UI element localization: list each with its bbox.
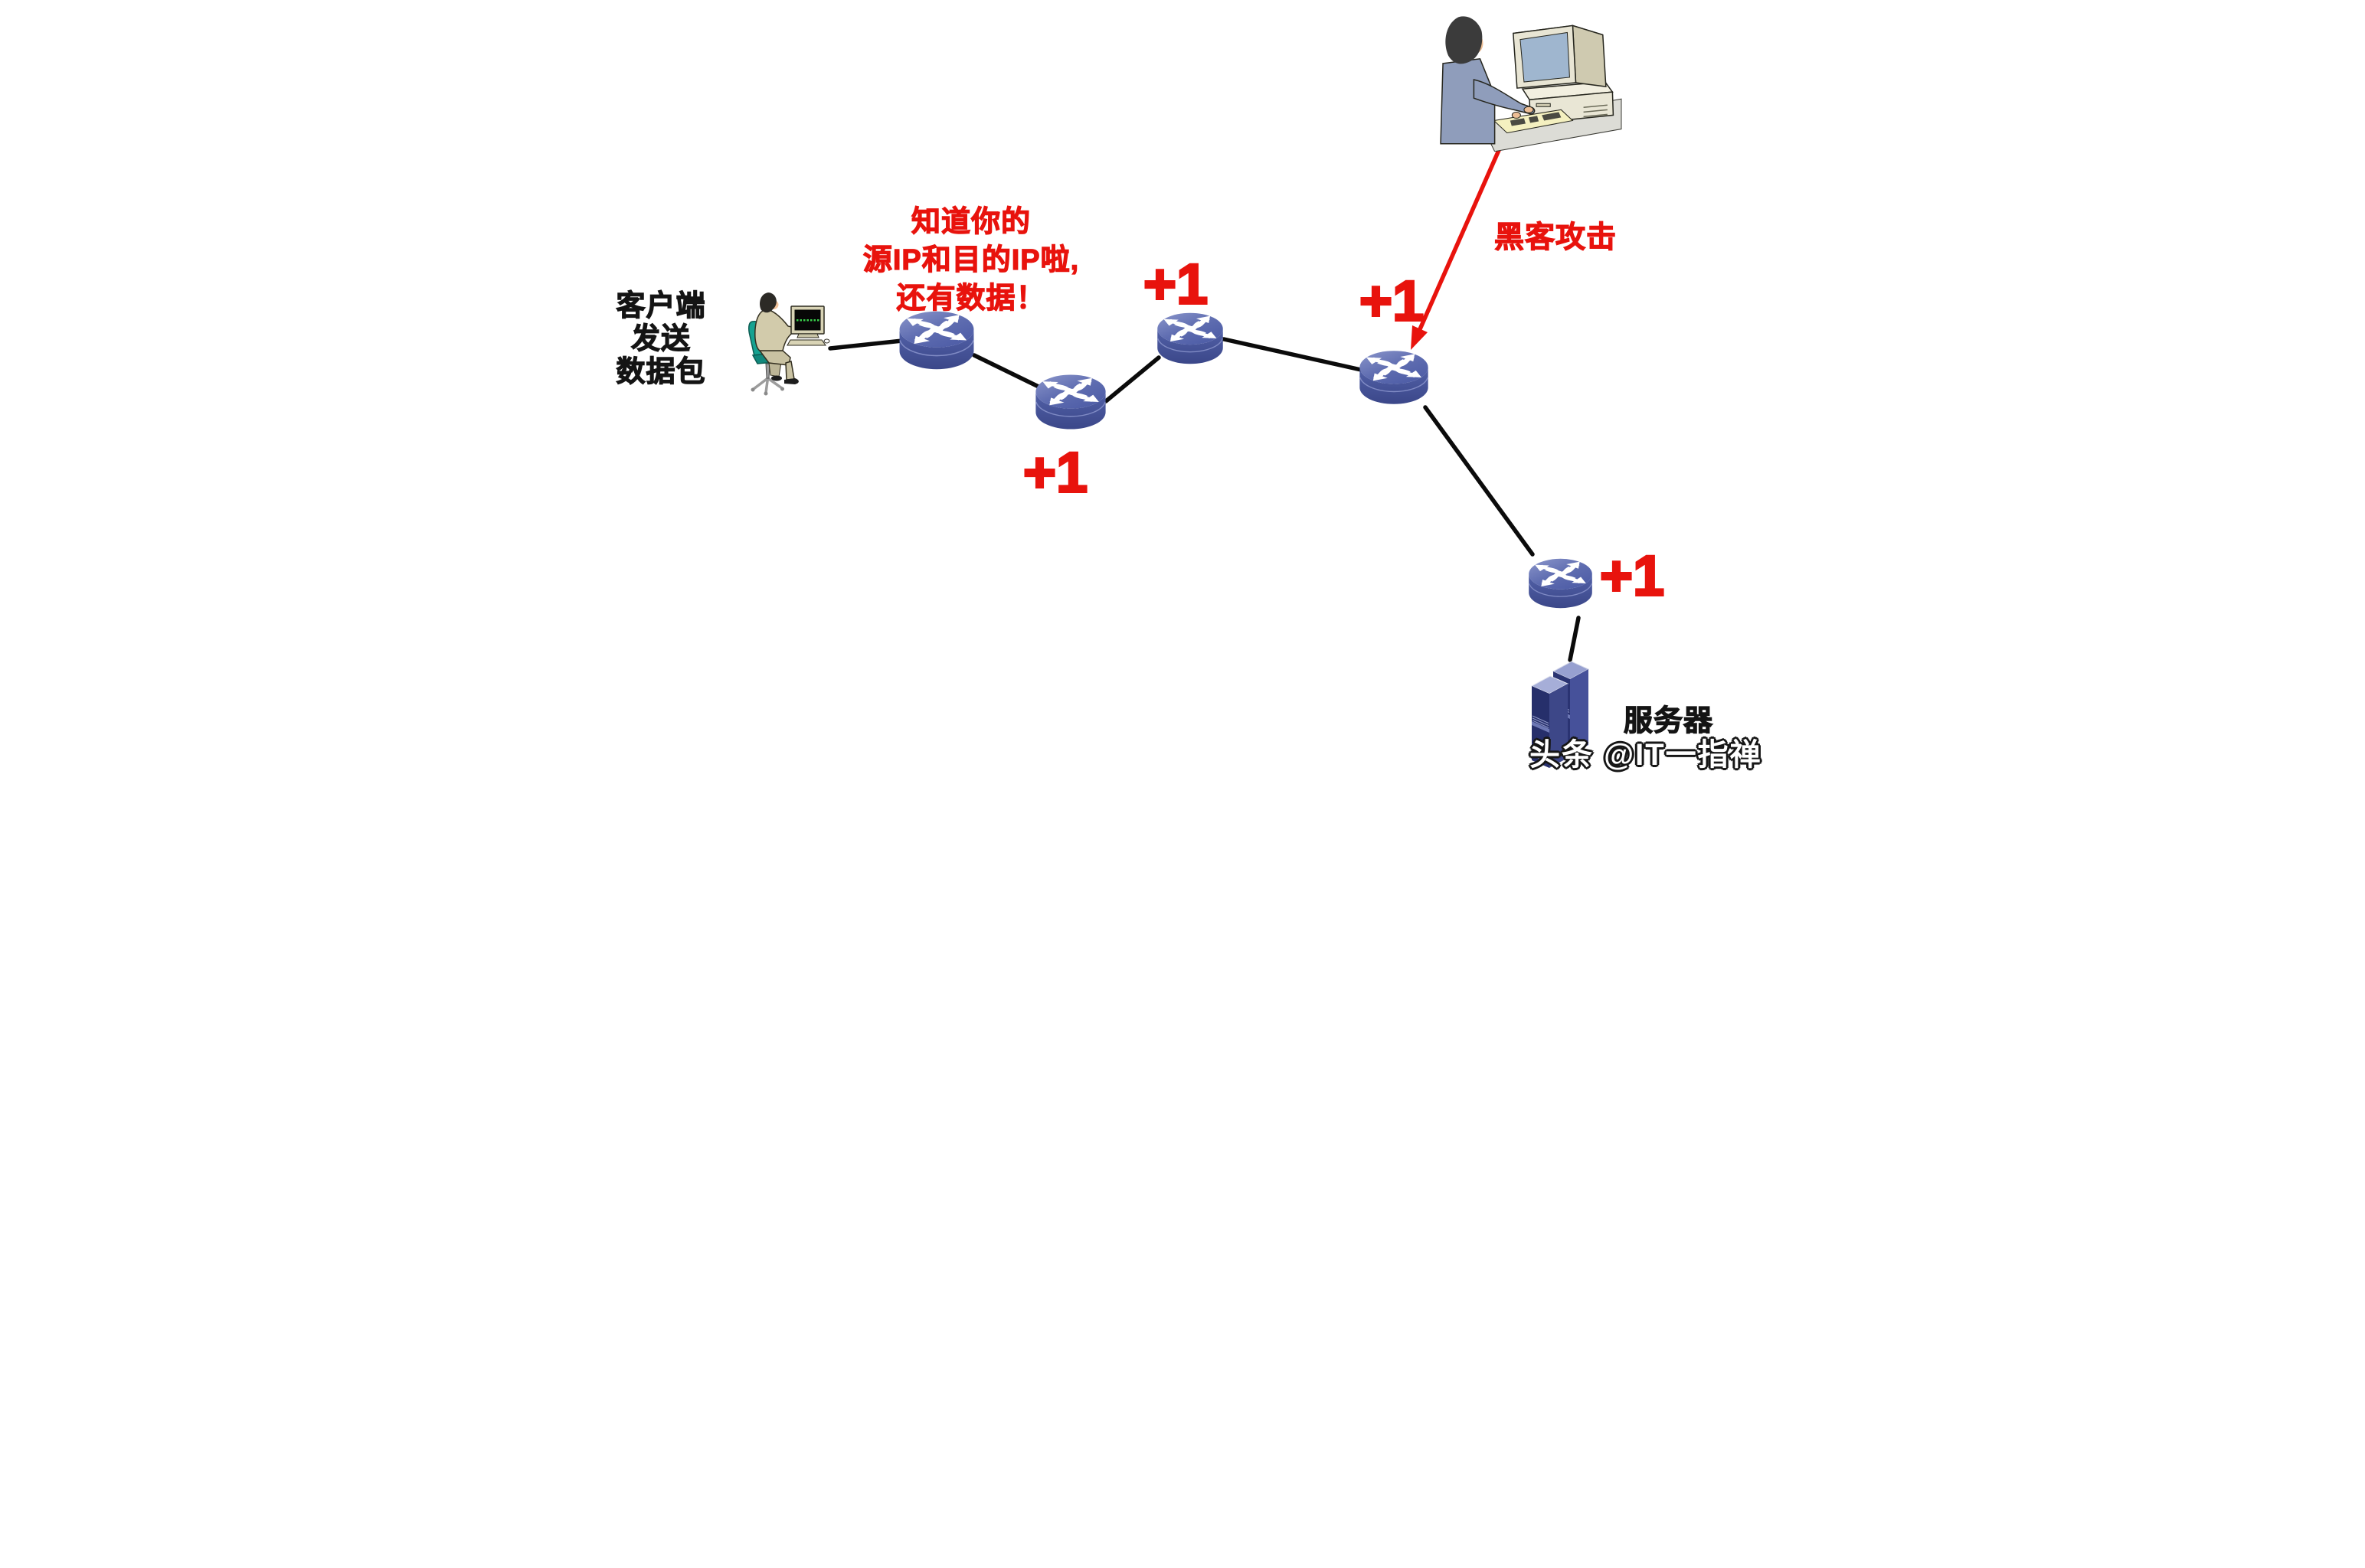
crt-monitor-icon — [1513, 24, 1607, 89]
hop-increment-label: +1 — [1598, 543, 1665, 609]
mouse-icon — [823, 338, 830, 344]
hacker-computer-illustration — [1437, 6, 1622, 152]
hop-increment-label: +1 — [1022, 439, 1088, 505]
hop-increment-label: +1 — [1358, 268, 1425, 334]
link-client-r1 — [828, 338, 904, 351]
router-icon — [1358, 346, 1430, 409]
network-link-lines — [828, 337, 1581, 662]
sniffed-data-note: 知道你的 源IP和目的IP啦, 还有数据！ — [862, 203, 1080, 318]
sniffed-data-note-line: 源IP和目的IP啦, — [862, 243, 1080, 276]
server-front-slab — [1530, 675, 1569, 768]
sniffed-data-note-line: 还有数据！ — [896, 282, 1046, 315]
hacker-person — [1440, 16, 1536, 145]
keyboard-icon — [1493, 109, 1574, 134]
watermark-text: 头条 @IT一指禅 — [1529, 738, 1762, 772]
client-computer-illustration — [746, 286, 830, 406]
server-label: 服务器 — [1623, 704, 1714, 737]
client-label-line: 发送 — [630, 322, 691, 355]
diagram-canvas: 客户端 发送 数据包 知道你的 源IP和目的IP啦, 还有数据！ 黑客攻击 +1… — [591, 0, 1774, 784]
server-tower-icon — [1529, 657, 1591, 770]
client-label: 客户端 发送 数据包 — [603, 289, 719, 389]
router-icon — [1527, 553, 1594, 614]
client-label-line: 数据包 — [616, 355, 706, 388]
link-r4-r5 — [1423, 405, 1535, 557]
link-r1-r2 — [972, 353, 1041, 389]
attack-arrow-icon — [1411, 147, 1502, 350]
link-r3-r4 — [1222, 337, 1363, 372]
client-monitor-icon — [787, 305, 830, 346]
sniffed-data-note-line: 知道你的 — [911, 205, 1031, 238]
router-icon — [1034, 371, 1107, 433]
hacker-attack-label: 黑客攻击 — [1493, 220, 1618, 254]
client-label-line: 客户端 — [616, 289, 706, 322]
link-r2-r3 — [1104, 355, 1161, 403]
link-r5-server — [1568, 616, 1581, 662]
hop-increment-label: +1 — [1142, 251, 1209, 317]
